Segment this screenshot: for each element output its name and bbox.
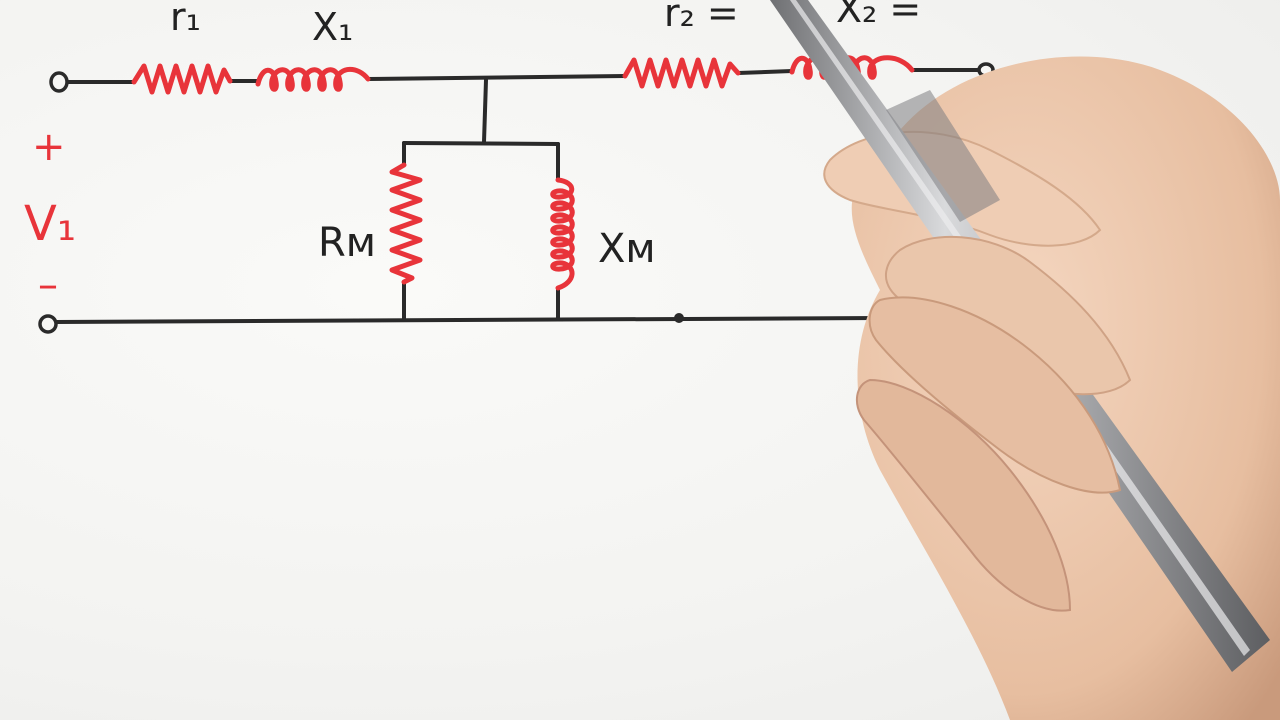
label-v1: V₁ [24,196,76,252]
label-plus: + [32,124,66,170]
wire-r2-x2 [736,69,794,75]
label-xm: Xм [598,226,656,272]
terminals [38,62,995,334]
wires [54,68,982,324]
resistor-rm [389,162,423,285]
terminal-top-left [49,71,69,93]
wire-bottom-rail [54,316,882,324]
wire-top-mid [366,74,627,81]
terminal-bottom-left [38,314,58,334]
label-r1: r₁ [170,0,201,39]
inductor-x1 [255,66,371,92]
wire-shunt-stem [482,78,488,144]
resistor-r1 [131,63,233,95]
label-r2: r₂ = [664,0,739,35]
label-rm: Rм [318,220,376,266]
resistor-r2 [622,57,741,89]
junction-dot [674,313,684,323]
wire-shunt-bus [402,141,560,146]
label-x1: X₁ [312,5,353,49]
label-minus: – [38,262,58,308]
label-x2: X₂ = [836,0,921,31]
inductor-xm [550,177,575,291]
hand-holding-pen-icon [770,0,1280,720]
